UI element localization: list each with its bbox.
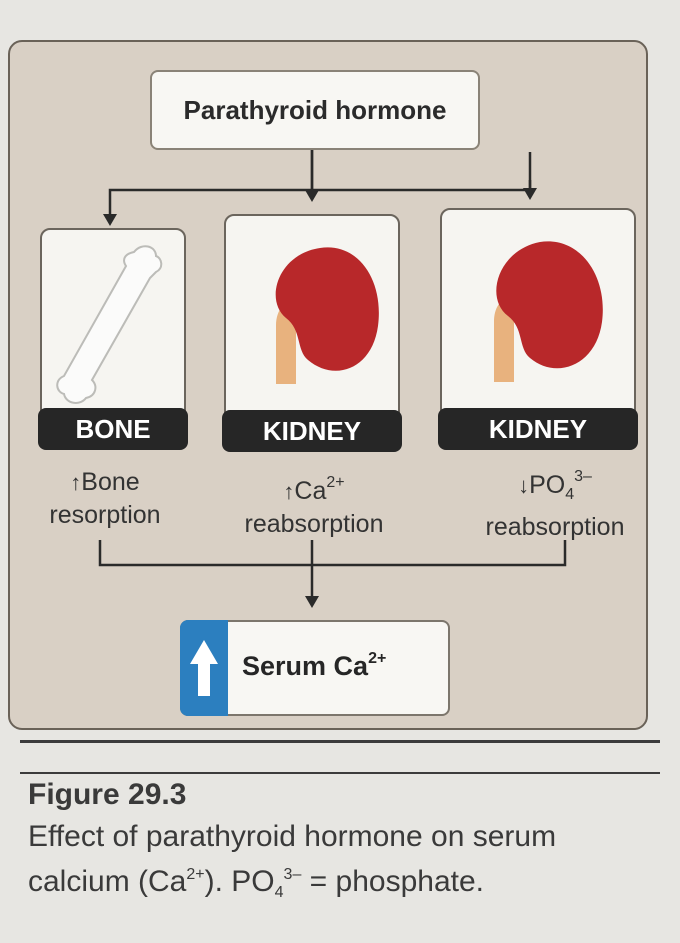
- effect-bone: ↑Bone resorption: [30, 466, 180, 532]
- organ-label-kidney-2: KIDNEY: [438, 408, 638, 450]
- figure-caption: Effect of parathyroid hormone on serum c…: [28, 818, 658, 912]
- up-arrow-icon: ↑: [283, 479, 295, 504]
- effect-text: Bone: [81, 468, 140, 496]
- effect-subscript: 4: [565, 486, 575, 503]
- organ-box-kidney-1: KIDNEY: [222, 214, 402, 452]
- serum-calcium-label: Serum Ca2+: [242, 650, 386, 682]
- kidney-icon: [275, 247, 379, 384]
- caption-sup-2: 3–: [283, 866, 302, 883]
- effect-text-line2: reabsorption: [244, 510, 384, 538]
- serum-calcium-box: Serum Ca2+: [180, 620, 450, 716]
- up-arrow-icon: ↑: [70, 470, 82, 495]
- organ-box-bone: BONE: [38, 228, 188, 450]
- effect-superscript: 3–: [574, 468, 592, 485]
- caption-text-2: ). PO: [204, 865, 275, 898]
- organ-box-kidney-2: KIDNEY: [438, 208, 638, 450]
- caption-sup-1: 2+: [186, 866, 205, 883]
- effect-text-line2: resorption: [49, 501, 161, 529]
- effect-text-line2: reabsorption: [485, 513, 625, 541]
- up-arrow-icon: [180, 620, 228, 716]
- down-arrow-icon: ↓: [518, 473, 530, 498]
- organ-label-kidney-1: KIDNEY: [222, 410, 402, 452]
- serum-superscript: 2+: [368, 650, 387, 667]
- organ-label-bone: BONE: [38, 408, 188, 450]
- hormone-label: Parathyroid hormone: [183, 94, 447, 125]
- figure-number: Figure 29.3: [28, 778, 187, 811]
- bone-icon: [56, 245, 163, 404]
- effect-superscript: 2+: [326, 474, 345, 491]
- serum-text: Serum Ca: [242, 651, 369, 681]
- effect-text: Ca: [294, 477, 327, 505]
- kidney-icon: [494, 241, 603, 382]
- effect-text: PO: [529, 471, 566, 499]
- effect-kidney-2: ↓PO43– reabsorption: [450, 460, 660, 544]
- effect-kidney-1: ↑Ca2+ reabsorption: [214, 466, 414, 541]
- divider-bottom: [20, 772, 660, 774]
- caption-text-3: = phosphate.: [301, 865, 484, 898]
- caption-text-1: Effect of parathyroid hormone on serum c…: [28, 820, 557, 898]
- parathyroid-hormone-box: Parathyroid hormone: [150, 70, 480, 150]
- caption-sub: 4: [274, 884, 284, 901]
- divider-top: [20, 740, 660, 743]
